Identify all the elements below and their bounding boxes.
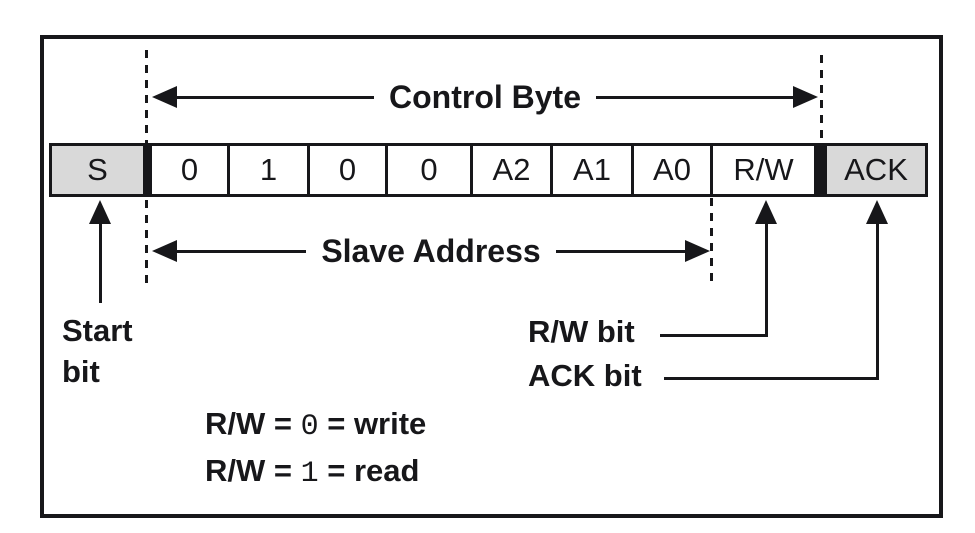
bit2-cell: A1 (553, 146, 634, 194)
legend-line-read: R/W = 1 = read (205, 449, 426, 496)
bit1-cell: A0 (634, 146, 713, 194)
legend-prefix: R/W = (205, 406, 301, 441)
start-bit-label: Start bit (62, 310, 133, 392)
slave-address-end-dashed-line (710, 198, 713, 286)
legend-line-write: R/W = 0 = write (205, 402, 426, 449)
ack-cell: ACK (827, 146, 925, 194)
ack-bit-arrow-line (876, 220, 879, 380)
rw-value-legend: R/W = 0 = write R/W = 1 = read (205, 402, 426, 496)
legend-value: 1 (300, 457, 319, 491)
legend-prefix: R/W = (205, 453, 301, 488)
start-bit-arrow-line (99, 220, 102, 303)
arrow-line-segment (177, 249, 307, 253)
bit6-cell: 1 (230, 146, 310, 194)
arrow-line-segment (177, 95, 374, 99)
rw-bit-arrowhead-icon (755, 200, 777, 224)
rw-bit-label: R/W bit (528, 314, 635, 349)
ack-bit-arrowhead-icon (866, 200, 888, 224)
bit5-cell: 0 (310, 146, 388, 194)
slave-address-label: Slave Address (321, 232, 541, 269)
control-byte-label: Control Byte (389, 78, 581, 115)
control-byte-end-dashed-line (820, 55, 823, 141)
bit3-cell: A2 (473, 146, 553, 194)
arrow-line-segment (555, 249, 685, 253)
slave-address-span-arrow: Slave Address (152, 233, 710, 269)
control-byte-bit-row: S 0 1 0 0 A2 A1 A0 R/W ACK (49, 143, 928, 197)
start-bit-arrowhead-icon (89, 200, 111, 224)
arrowhead-right-icon (685, 240, 710, 262)
legend-suffix: = write (318, 406, 427, 441)
rw-bit-cell: R/W (733, 152, 794, 187)
arrow-line-segment (596, 95, 793, 99)
ack-bit-label: ACK bit (528, 358, 642, 393)
bit7-cell: 0 (152, 146, 230, 194)
ack-bit-connector-line (664, 377, 879, 380)
rw-bit-arrow-line (765, 220, 768, 337)
figure-border (40, 35, 943, 518)
control-byte-span-arrow: Control Byte (152, 79, 818, 115)
start-bit-cell: S (52, 146, 143, 194)
arrowhead-left-icon (152, 86, 177, 108)
legend-suffix: = read (318, 453, 420, 488)
arrowhead-right-icon (793, 86, 818, 108)
legend-value: 0 (300, 410, 319, 444)
bit4-cell: 0 (388, 146, 473, 194)
start-bit-label-line1: Start (62, 313, 133, 348)
cell-separator-bar (143, 146, 152, 194)
cell-separator-bar (814, 146, 827, 194)
start-bit-label-line2: bit (62, 354, 100, 389)
arrowhead-left-icon (152, 240, 177, 262)
rw-bit-connector-line (660, 334, 768, 337)
